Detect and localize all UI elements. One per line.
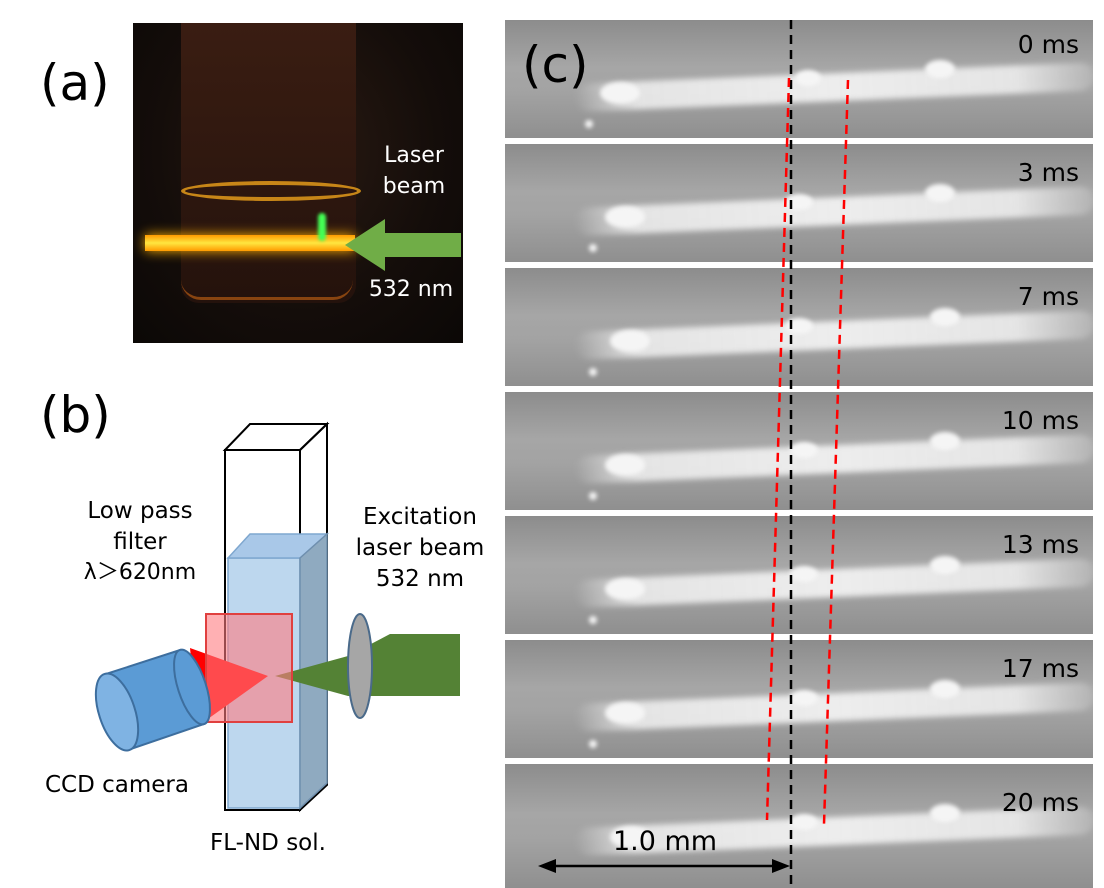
frame-2: 7 ms (505, 268, 1093, 386)
frame-1: 3 ms (505, 144, 1093, 262)
laser-beam-label: Laser beam (382, 143, 446, 199)
frame-5: 17 ms (505, 640, 1093, 758)
ccd-camera-icon (94, 648, 211, 752)
setup-diagram (94, 421, 460, 813)
frame-time-label: 20 ms (1001, 788, 1079, 817)
low-pass-filter (205, 613, 293, 723)
frame-time-label: 10 ms (1001, 406, 1079, 435)
excitation-label: Excitation laser beam 532 nm (355, 504, 485, 593)
frame-time-label: 13 ms (1001, 530, 1079, 559)
frame-0: 0 ms (505, 20, 1093, 138)
arrow-left-icon (345, 219, 461, 271)
frame-time-label: 17 ms (1001, 654, 1079, 683)
cuvette-bottom (181, 267, 353, 300)
frame-3: 10 ms (505, 392, 1093, 510)
scale-bar (538, 859, 790, 873)
green-scatter-spot (318, 213, 326, 241)
marker-line-right (822, 79, 850, 825)
filter-label: Low pass filter λ＞620nm (83, 498, 197, 586)
solution-label: FL-ND sol. (210, 830, 326, 856)
panel-b-label: (b) (40, 386, 111, 444)
frame-time-label: 7 ms (1017, 282, 1079, 311)
cuvette-photo: Laser beam 532 nm (133, 23, 463, 343)
panel-a-label: (a) (40, 54, 110, 112)
frame-time-label: 0 ms (1017, 30, 1079, 59)
frame-time-label: 3 ms (1017, 158, 1079, 187)
camera-label: CCD camera (45, 772, 189, 798)
frame-6: 20 ms (505, 764, 1093, 888)
marker-line-left (765, 77, 791, 821)
fluorescence-beam (145, 235, 355, 251)
meniscus-ring (181, 181, 361, 201)
frame-4: 13 ms (505, 516, 1093, 634)
wavelength-label: 532 nm (368, 277, 454, 302)
scale-bar-label: 1.0 mm (612, 826, 718, 857)
lens-icon (347, 613, 373, 719)
panel-c-label: (c) (522, 36, 589, 94)
high-speed-frames: 0 ms 3 ms 7 ms 10 ms 13 ms (505, 20, 1093, 888)
cuvette-glass (181, 23, 356, 303)
